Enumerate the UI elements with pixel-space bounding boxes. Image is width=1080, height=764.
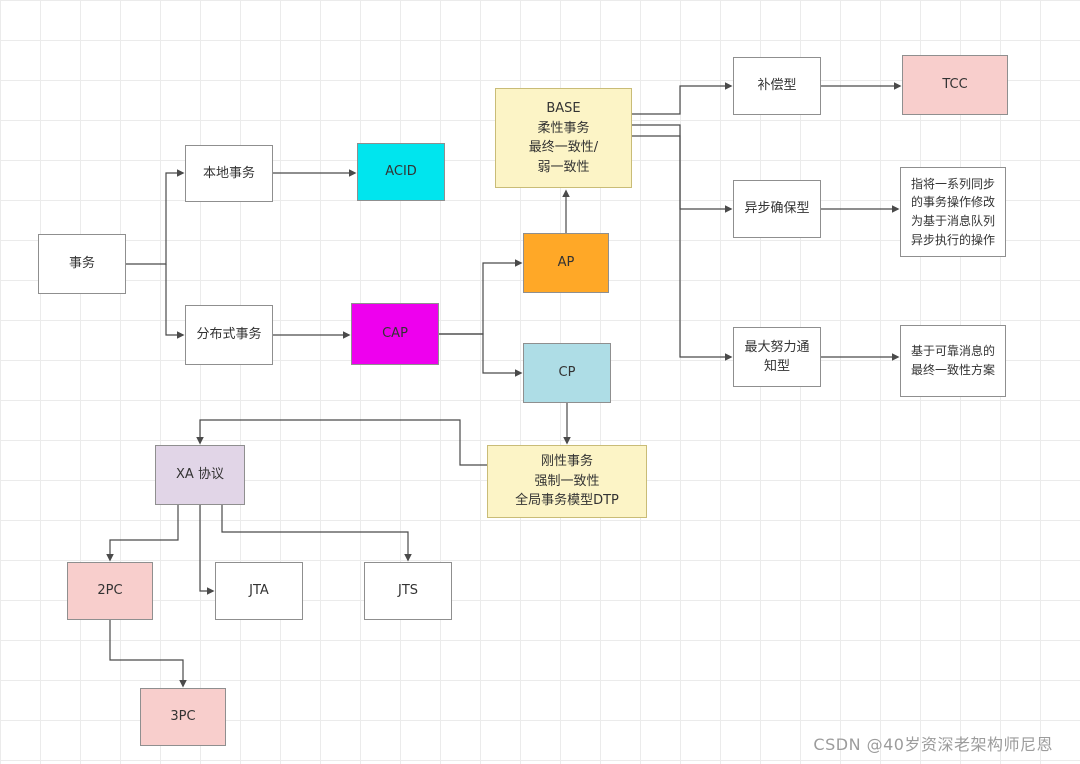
node-best-effort-notify-label: 最大努力通 知型 bbox=[744, 339, 810, 375]
node-base: BASE 柔性事务 最终一致性/ 弱一致性 bbox=[495, 88, 632, 188]
node-ap-label: AP bbox=[557, 255, 575, 271]
node-local-transaction-label: 本地事务 bbox=[202, 165, 255, 181]
node-3pc: 3PC bbox=[140, 688, 226, 746]
node-cap: CAP bbox=[351, 303, 439, 365]
watermark-text: CSDN @40岁资深老架构师尼恩 bbox=[813, 735, 1053, 754]
node-compensation: 补偿型 bbox=[733, 57, 821, 115]
node-async-ensure-desc: 指将一系列同步 的事务操作修改 为基于消息队列 异步执行的操作 bbox=[900, 167, 1006, 257]
node-async-ensure: 异步确保型 bbox=[733, 180, 821, 238]
node-best-effort-desc: 基于可靠消息的 最终一致性方案 bbox=[900, 325, 1006, 397]
connector-cap-cp bbox=[439, 333, 523, 377]
connector-transaction-local bbox=[126, 169, 185, 265]
node-distributed-transaction-label: 分布式事务 bbox=[196, 327, 262, 343]
node-xa-protocol: XA 协议 bbox=[155, 445, 245, 505]
node-jts-label: JTS bbox=[397, 583, 419, 599]
node-ap: AP bbox=[523, 233, 609, 293]
node-transaction: 事务 bbox=[38, 234, 126, 294]
node-rigid-transaction: 刚性事务 强制一致性 全局事务模型DTP bbox=[487, 445, 647, 518]
node-acid-label: ACID bbox=[385, 164, 417, 180]
node-async-ensure-desc-label: 指将一系列同步 的事务操作修改 为基于消息队列 异步执行的操作 bbox=[910, 176, 995, 247]
node-transaction-label: 事务 bbox=[68, 256, 95, 272]
node-jta: JTA bbox=[215, 562, 303, 620]
node-xa-protocol-label: XA 协议 bbox=[176, 467, 224, 483]
node-jts: JTS bbox=[364, 562, 452, 620]
node-2pc: 2PC bbox=[67, 562, 153, 620]
connector-xa-jts bbox=[221, 505, 412, 562]
node-cp: CP bbox=[523, 343, 611, 403]
node-distributed-transaction: 分布式事务 bbox=[185, 305, 273, 365]
node-tcc: TCC bbox=[902, 55, 1008, 115]
node-base-label: BASE 柔性事务 最终一致性/ 弱一致性 bbox=[528, 101, 599, 175]
node-cap-label: CAP bbox=[382, 326, 408, 342]
node-cp-label: CP bbox=[558, 365, 576, 381]
node-jta-label: JTA bbox=[249, 583, 269, 599]
node-3pc-label: 3PC bbox=[170, 709, 196, 725]
connector-rigid-xa bbox=[196, 419, 487, 466]
node-acid: ACID bbox=[357, 143, 445, 201]
connector-base-async-ensure bbox=[632, 124, 733, 213]
node-compensation-label: 补偿型 bbox=[757, 78, 797, 94]
node-tcc-label: TCC bbox=[942, 77, 968, 93]
connector-base-compensation bbox=[632, 82, 733, 115]
node-2pc-label: 2PC bbox=[97, 583, 123, 599]
connector-cap-ap bbox=[439, 259, 523, 335]
node-rigid-transaction-label: 刚性事务 强制一致性 全局事务模型DTP bbox=[515, 454, 619, 509]
node-local-transaction: 本地事务 bbox=[185, 145, 273, 202]
node-best-effort-notify: 最大努力通 知型 bbox=[733, 327, 821, 387]
connector-transaction-distributed bbox=[165, 264, 185, 339]
connector-2pc-3pc bbox=[109, 620, 187, 688]
connector-xa-2pc bbox=[106, 505, 179, 562]
node-async-ensure-label: 异步确保型 bbox=[744, 201, 810, 217]
connector-base-best-effort bbox=[632, 135, 733, 361]
connector-xa-jta bbox=[199, 505, 215, 595]
node-best-effort-desc-label: 基于可靠消息的 最终一致性方案 bbox=[910, 344, 995, 377]
